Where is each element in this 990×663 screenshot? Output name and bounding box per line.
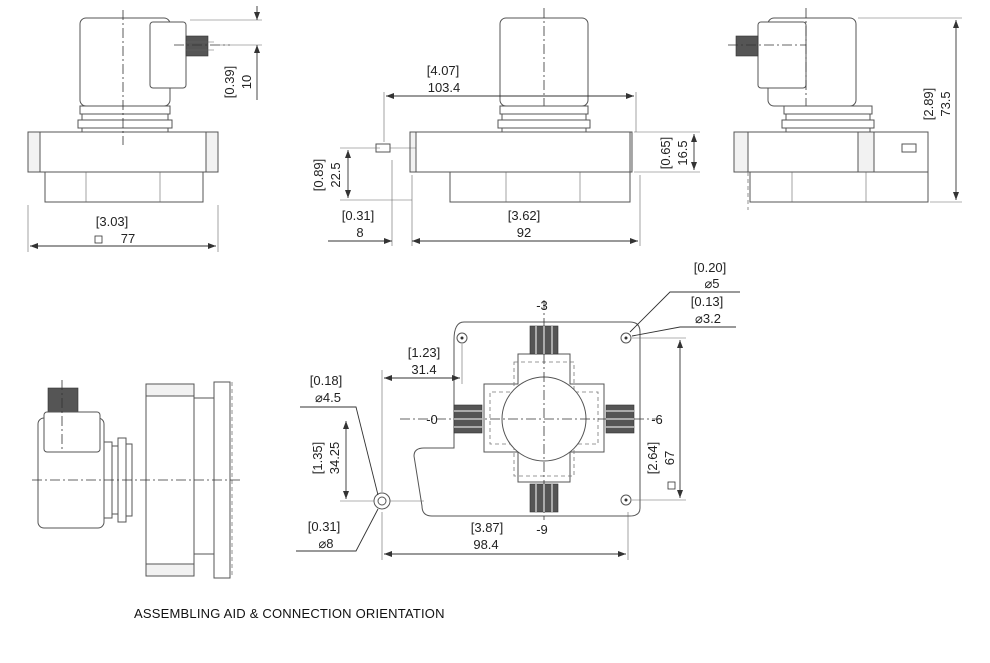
side-height-mm: 22.5 <box>328 162 343 187</box>
connector-offset-in: [0.39] <box>222 66 237 99</box>
side-thick-in: [0.65] <box>658 137 673 170</box>
drawing-caption: ASSEMBLING AID & CONNECTION ORIENTATION <box>134 606 445 621</box>
side-left-in: [0.31] <box>342 208 375 223</box>
front-width-mm: 77 <box>121 231 135 246</box>
vert-offset-in: [1.35] <box>310 442 325 475</box>
pin-ring-in: [0.31] <box>308 519 341 534</box>
side-height-in: [0.89] <box>311 159 326 192</box>
rotated-side-view <box>32 380 240 579</box>
total-height-mm: 73.5 <box>938 91 953 116</box>
side-view <box>328 8 700 246</box>
pin-mm: ⌀4.5 <box>315 390 341 405</box>
position-bottom: -9 <box>536 522 548 537</box>
position-top: -3 <box>536 298 548 313</box>
top-offset-mm: 31.4 <box>411 362 436 377</box>
front-view <box>27 6 262 252</box>
plate-height-mm: 67 <box>662 451 677 465</box>
connector-offset-mm: 10 <box>239 75 254 89</box>
side-top-in: [4.07] <box>427 63 460 78</box>
top-view <box>296 291 740 560</box>
plate-width-mm: 98.4 <box>473 537 498 552</box>
top-offset-in: [1.23] <box>408 345 441 360</box>
pin-ring-mm: ⌀8 <box>318 536 333 551</box>
hole-small-in: [0.13] <box>691 294 724 309</box>
position-right: -6 <box>651 412 663 427</box>
hole-large-mm: ⌀5 <box>704 276 719 291</box>
plate-width-in: [3.87] <box>471 520 504 535</box>
plate-height-in: [2.64] <box>645 442 660 475</box>
vert-offset-mm: 34.25 <box>327 442 342 475</box>
side-left-mm: 8 <box>356 225 363 240</box>
hole-small-mm: ⌀3.2 <box>695 311 721 326</box>
rear-view <box>728 8 962 210</box>
side-base-mm: 92 <box>517 225 531 240</box>
total-height-in: [2.89] <box>921 88 936 121</box>
side-base-in: [3.62] <box>508 208 541 223</box>
side-top-mm: 103.4 <box>428 80 461 95</box>
hole-large-in: [0.20] <box>694 260 727 275</box>
side-thick-mm: 16.5 <box>675 140 690 165</box>
pin-in: [0.18] <box>310 373 343 388</box>
front-width-in: [3.03] <box>96 214 129 229</box>
position-left: -0 <box>426 412 438 427</box>
